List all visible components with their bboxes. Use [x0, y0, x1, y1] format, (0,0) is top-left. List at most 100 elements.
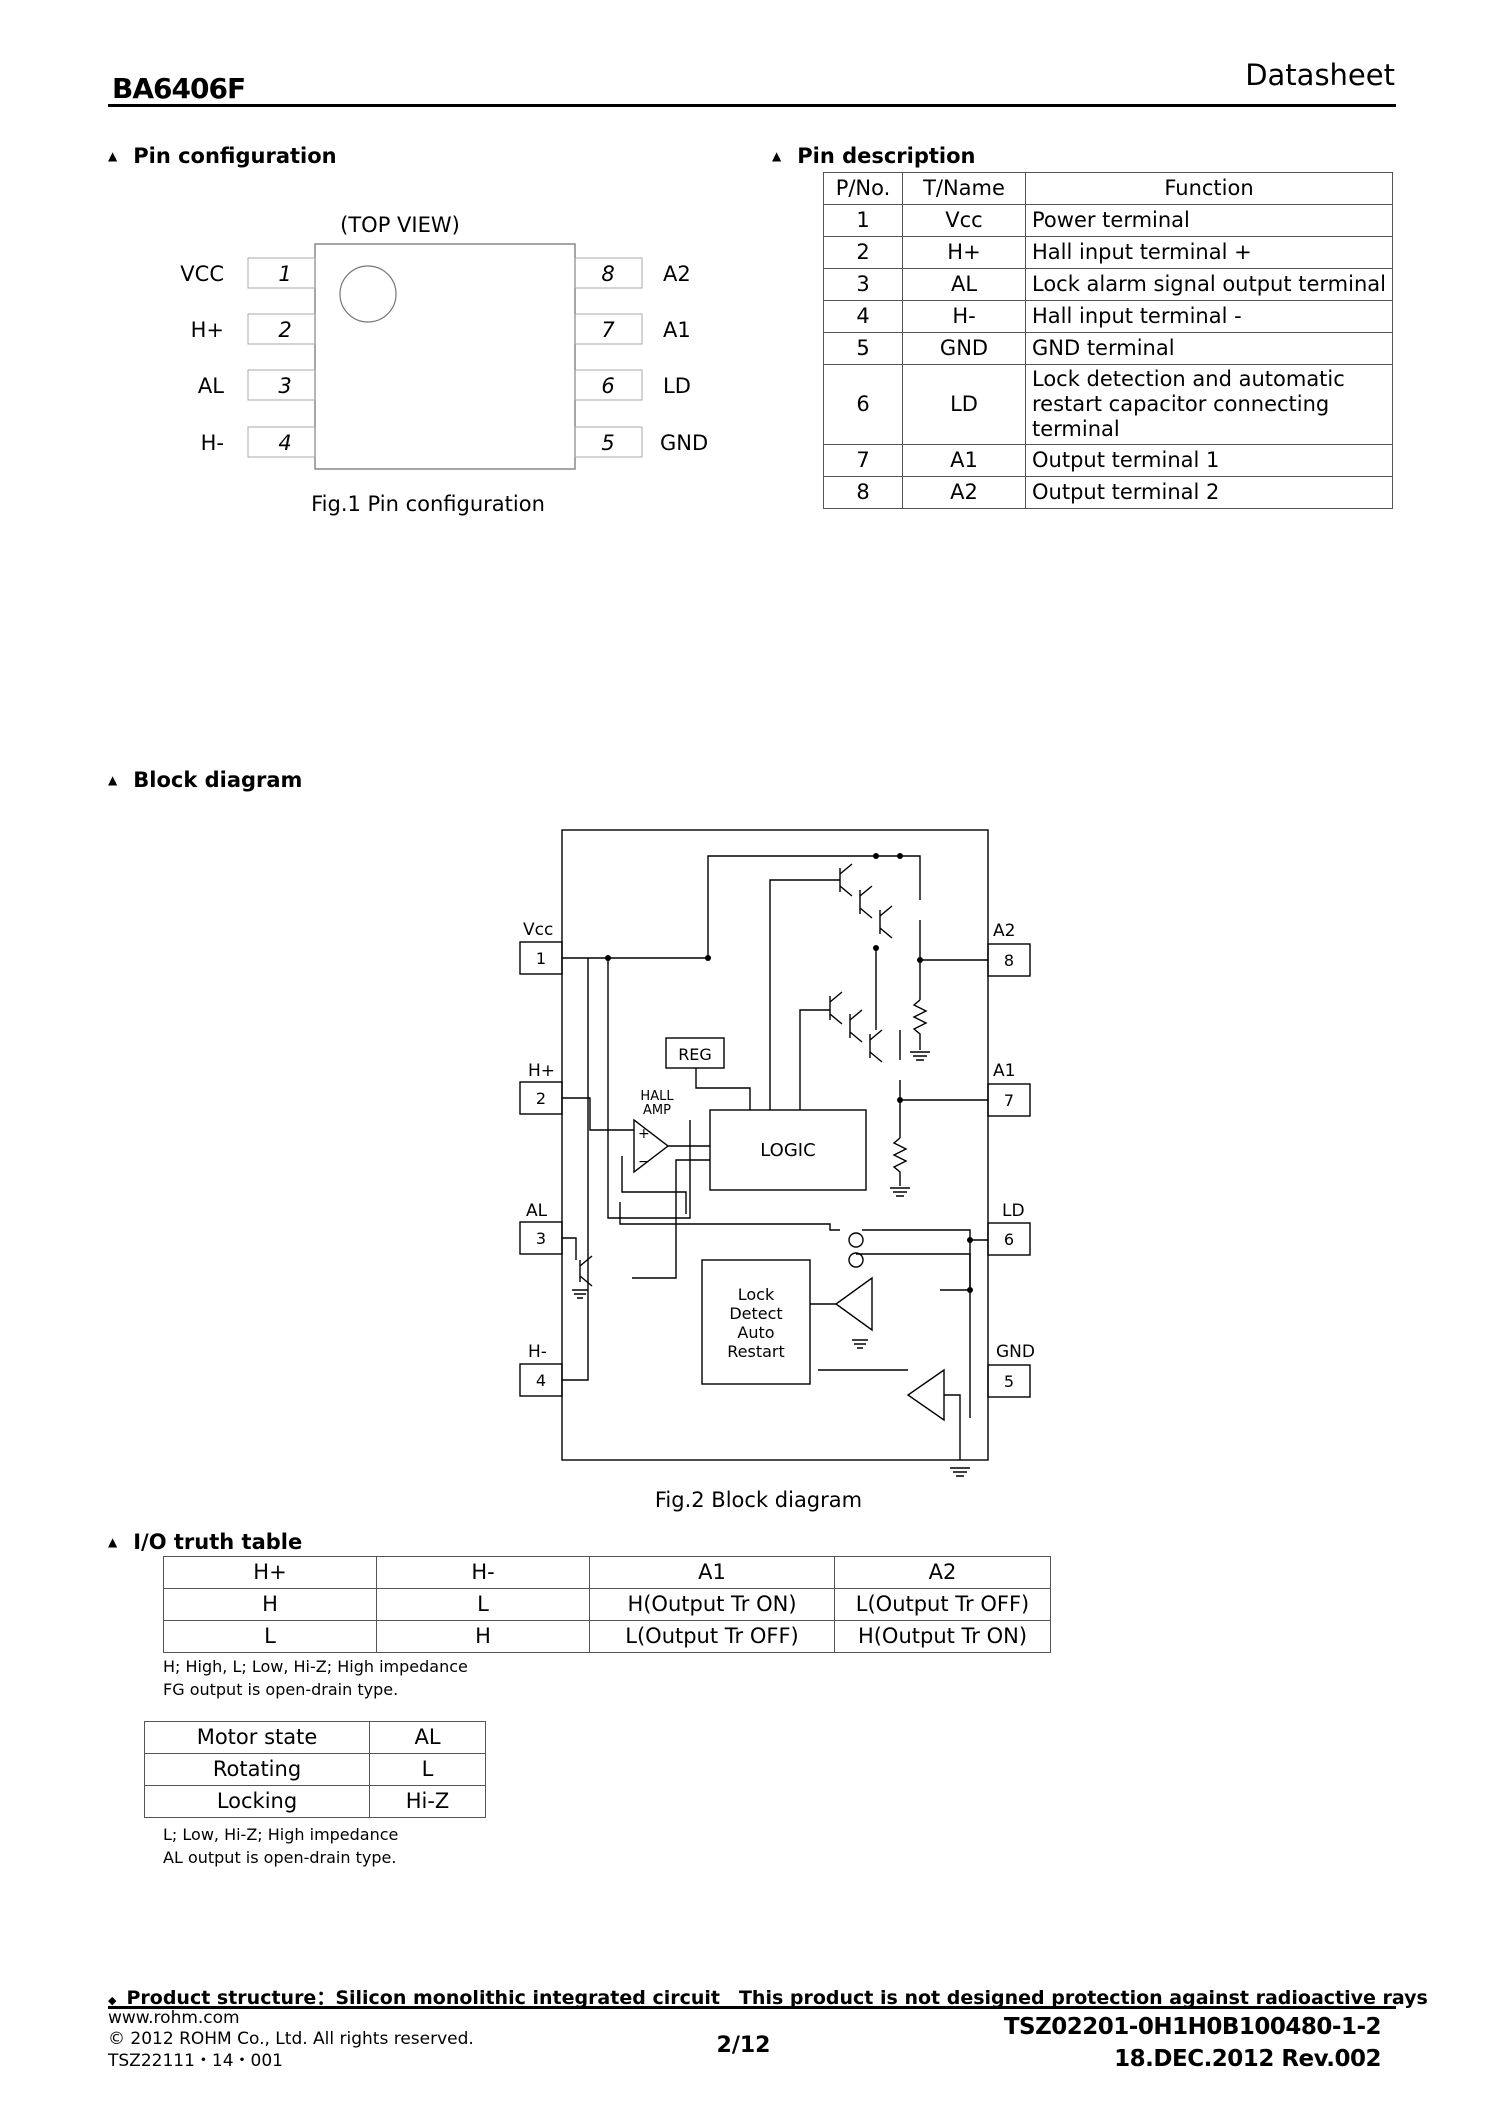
- table-cell: 1: [823, 204, 903, 237]
- pin-number: 6: [601, 374, 614, 398]
- table-header-cell: P/No.: [823, 172, 903, 205]
- pin-number: 2: [278, 318, 291, 342]
- product-structure-text: Product structure：Silicon monolithic int…: [126, 1987, 1428, 2009]
- resistor-icon: [912, 999, 928, 1050]
- table-header-cell: H-: [376, 1556, 590, 1589]
- pin-number: 1: [278, 262, 291, 286]
- table-cell: 3: [823, 268, 903, 301]
- lock-detect-block: [701, 1259, 811, 1385]
- pin-num-5: 5: [1004, 1372, 1014, 1391]
- date-revision: 18.DEC.2012 Rev.002: [1114, 2046, 1381, 2072]
- table-cell: 5: [823, 332, 903, 365]
- table-cell: AL: [902, 268, 1026, 301]
- fig2-caption: Fig.2 Block diagram: [654, 1488, 863, 1512]
- pin-name: H-: [201, 431, 224, 455]
- pin-desc-title: Pin description: [797, 144, 976, 168]
- lock-label: Lock: [738, 1285, 775, 1304]
- table-cell: LD: [902, 364, 1026, 445]
- pin-label-a2: A2: [993, 921, 1015, 941]
- table-header-cell: T/Name: [902, 172, 1026, 205]
- detect-label: Detect: [729, 1304, 782, 1323]
- pin-num-6: 6: [1004, 1230, 1014, 1249]
- table-cell: Hi-Z: [369, 1785, 486, 1818]
- pin-number: 5: [601, 431, 614, 455]
- table-cell: Hall input terminal +: [1025, 236, 1393, 269]
- table-cell: A1: [902, 444, 1026, 477]
- table-cell: GND: [902, 332, 1026, 365]
- block-diagram-title: Block diagram: [133, 768, 303, 792]
- io-truth-table: H+ H- A1 A2 H L H(Output Tr ON) L(Output…: [163, 1556, 1051, 1653]
- table-header-cell: A2: [834, 1556, 1051, 1589]
- pin-config-drawing: (TOP VIEW) VCC H+ AL H- 1 2 3 4 8 7 6 5 …: [180, 213, 708, 516]
- doc-type: Datasheet: [1245, 58, 1395, 92]
- hall-amp-triangle: [633, 1118, 670, 1174]
- table-header-cell: A1: [589, 1556, 835, 1589]
- pin1-marker-icon: [339, 265, 397, 323]
- table-cell: Rotating: [144, 1753, 370, 1786]
- table-cell: H-: [902, 300, 1026, 333]
- ic-package: [314, 243, 576, 470]
- table-cell: Lock detection and automatic restart cap…: [1025, 364, 1393, 445]
- ground-icon: [950, 1467, 970, 1477]
- minus-icon: −: [638, 1154, 650, 1170]
- table-cell: 8: [823, 476, 903, 509]
- io-truth-note-1: H; High, L; Low, Hi-Z; High impedance: [163, 1657, 468, 1676]
- pin-num-1: 1: [536, 949, 546, 968]
- io-truth-note-2: FG output is open-drain type.: [163, 1680, 399, 1699]
- table-cell: 4: [823, 300, 903, 333]
- motor-note-1: L; Low, Hi-Z; High impedance: [163, 1825, 399, 1844]
- pin-number: 4: [278, 431, 291, 455]
- top-view-label: (TOP VIEW): [340, 213, 460, 237]
- pin-label-ld: LD: [1002, 1201, 1025, 1221]
- doc-code: TSZ02201-0H1H0B100480-1-2: [1003, 2014, 1382, 2040]
- pin-box-5: [987, 1364, 1031, 1398]
- ground-icon: [572, 1289, 588, 1299]
- table-row: Locking Hi-Z: [144, 1785, 486, 1818]
- io-truth-title: I/O truth table: [133, 1530, 303, 1554]
- table-cell: H: [163, 1588, 377, 1621]
- table-header-row: H+ H- A1 A2: [163, 1556, 1051, 1589]
- reg-block: [665, 1037, 725, 1069]
- pin-name: AL: [198, 374, 224, 398]
- table-cell: 7: [823, 444, 903, 477]
- wiring: [562, 855, 988, 1460]
- logic-block: [709, 1109, 867, 1191]
- block-diagram: Vcc 1 H+ 2 AL 3 H- 4 A2 8 A1 7 LD 6 GND …: [519, 829, 1035, 1477]
- table-cell: H+: [902, 236, 1026, 269]
- junction-dots: [605, 853, 973, 1293]
- pin-name: H+: [191, 318, 224, 342]
- auto-label: Auto: [737, 1323, 774, 1342]
- left-pins: VCC H+ AL H- 1 2 3 4: [180, 257, 316, 458]
- transistor-icons: [579, 863, 893, 1287]
- block-diagram-heading: ▲Block diagram: [108, 768, 303, 792]
- pin-label-vcc: Vcc: [523, 920, 553, 940]
- table-cell: Power terminal: [1025, 204, 1393, 237]
- comparator-2: [906, 1368, 945, 1422]
- table-row: Rotating L: [144, 1753, 486, 1786]
- pin-desc-heading: ▲Pin description: [772, 144, 976, 168]
- table-cell: L(Output Tr OFF): [589, 1620, 835, 1653]
- chip-outline: [561, 829, 989, 1461]
- footer-rule: [108, 2006, 1396, 2009]
- pin-label-gnd: GND: [996, 1342, 1035, 1362]
- table-cell: 2: [823, 236, 903, 269]
- pin-num-3: 3: [536, 1229, 546, 1248]
- comparator-1: [834, 1276, 873, 1332]
- table-cell: L: [369, 1753, 486, 1786]
- table-cell: Output terminal 1: [1025, 444, 1393, 477]
- right-pins: 8 7 6 5 A2 A1 LD GND: [574, 257, 708, 458]
- table-header-cell: Function: [1025, 172, 1393, 205]
- motor-state-table: Motor state AL Rotating L Locking Hi-Z: [144, 1721, 486, 1818]
- pin-name: A1: [663, 318, 691, 342]
- table-cell: L(Output Tr OFF): [834, 1588, 1051, 1621]
- website-link[interactable]: www.rohm.com: [108, 2008, 240, 2028]
- form-code: TSZ22111・14・001: [108, 2051, 283, 2071]
- table-row: H L H(Output Tr ON) L(Output Tr OFF): [163, 1588, 1051, 1621]
- amp-label: AMP: [643, 1103, 671, 1118]
- pin-num-7: 7: [1004, 1091, 1014, 1110]
- table-cell: L: [376, 1588, 590, 1621]
- pin-name: VCC: [180, 262, 224, 286]
